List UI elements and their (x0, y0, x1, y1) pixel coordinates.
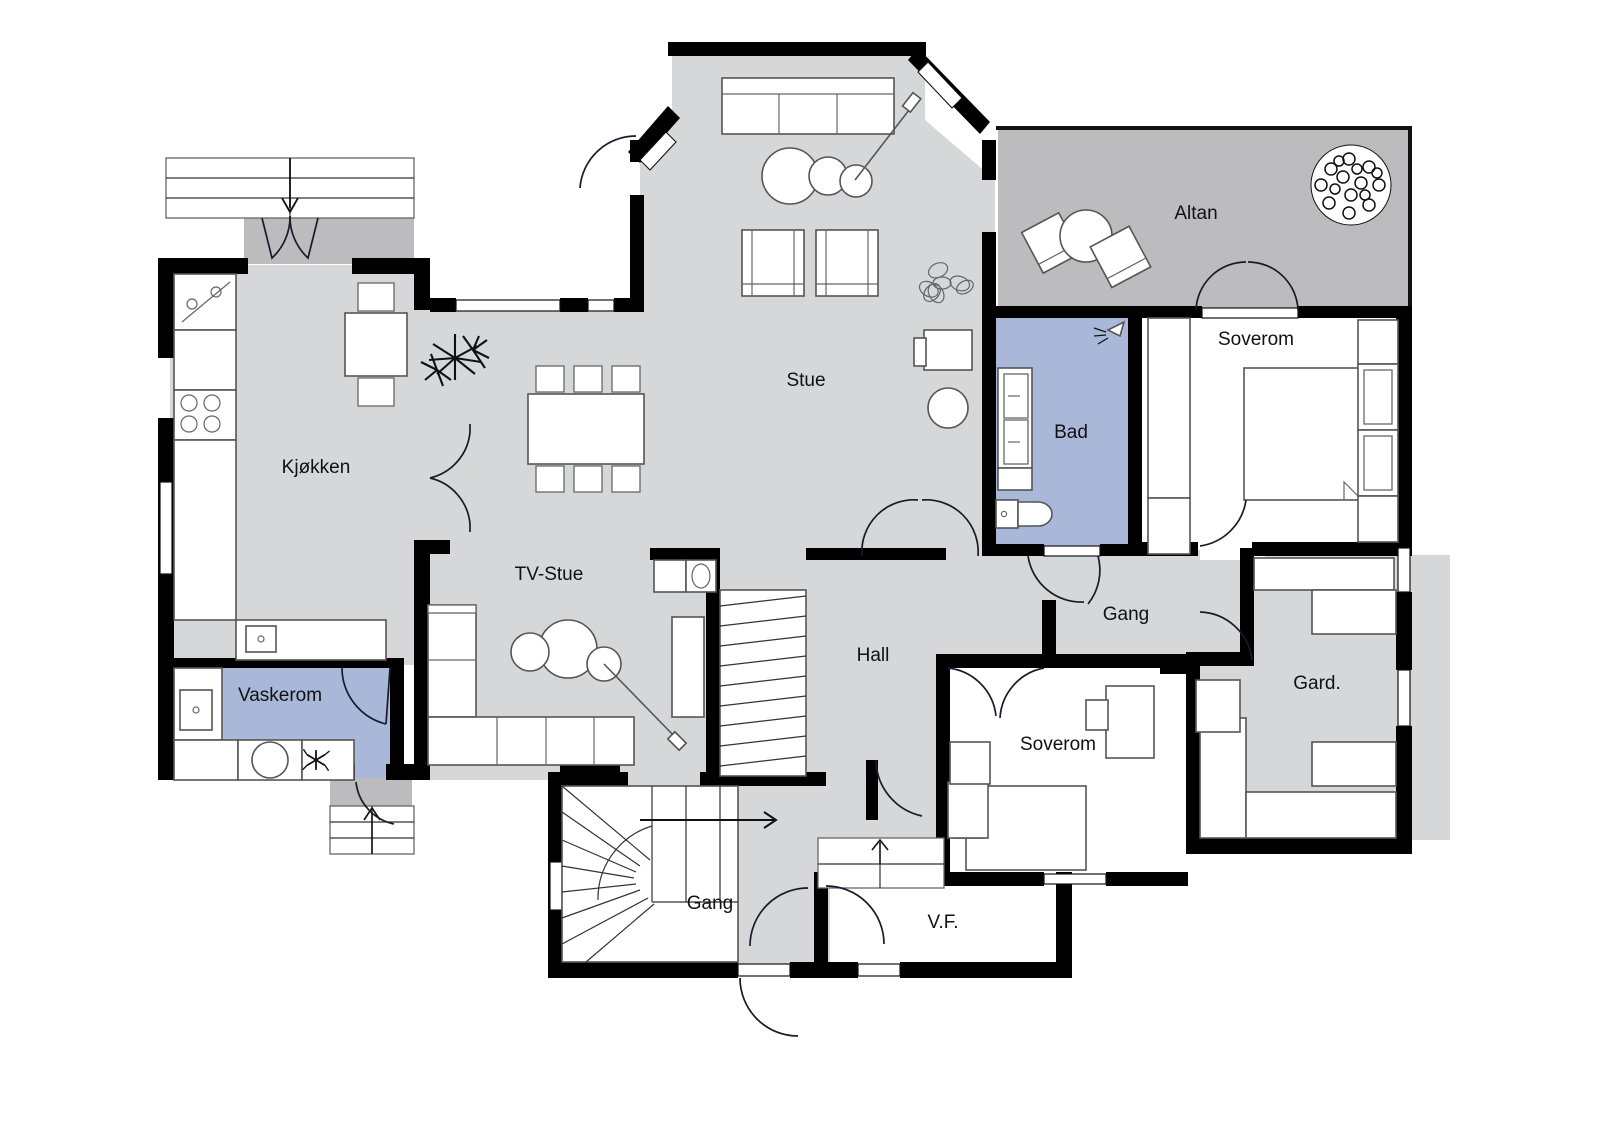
altan-furniture (1020, 144, 1392, 289)
windows (159, 61, 1411, 977)
potted-plant-spiky (420, 334, 490, 387)
sectional-sofa (427, 604, 477, 718)
room-label-tvstue: TV-Stue (515, 564, 584, 585)
armchair (815, 229, 879, 297)
stue-furniture (527, 77, 974, 493)
room-label-bad: Bad (1054, 422, 1088, 443)
room-label-stue: Stue (786, 370, 825, 391)
shrub (1310, 144, 1392, 226)
floor-lamp (854, 91, 922, 181)
nightstand (1357, 319, 1399, 365)
soverom2-furniture (947, 685, 1155, 871)
gard-furniture (1195, 557, 1397, 839)
straight-stair (719, 589, 807, 777)
room-label-kjokken: Kjøkken (282, 457, 351, 478)
winder-staircase (561, 785, 778, 963)
bad-fixtures (995, 320, 1126, 529)
vaskerom-fixtures (173, 667, 355, 781)
tv-cabinet (671, 616, 705, 718)
room-label-altan: Altan (1174, 203, 1217, 224)
stairs (165, 157, 945, 963)
sofa-3seat (721, 77, 895, 135)
basement-stair (817, 837, 945, 889)
room-label-hall: Hall (857, 645, 890, 666)
armchair (741, 229, 805, 297)
toilet (995, 499, 1053, 529)
exterior-steps-north (165, 157, 415, 219)
room-label-vf: V.F. (928, 912, 959, 933)
floor-lamp-tv (603, 663, 688, 752)
room-label-soverom-2: Soverom (1020, 734, 1096, 755)
bistro-table (344, 312, 408, 377)
double-bed (1243, 367, 1363, 501)
room-labels: Kjøkken Stue TV-Stue Vaskerom Altan Bad … (238, 203, 1341, 933)
tvstue-furniture (427, 559, 717, 766)
room-label-vaskerom: Vaskerom (238, 685, 322, 706)
kitchen-counter (173, 439, 237, 621)
room-label-gard: Gard. (1293, 673, 1341, 694)
room-label-gang-2: Gang (687, 893, 733, 914)
potted-plant-leafy (918, 262, 974, 304)
kitchen-fixtures (173, 273, 490, 661)
room-label-soverom-1: Soverom (1218, 329, 1294, 350)
laundry-sink (179, 689, 213, 731)
dining-table-6 (527, 393, 645, 465)
room-label-gang-1: Gang (1103, 604, 1149, 625)
door-swings (261, 135, 1299, 1037)
shower-head (1093, 320, 1126, 345)
wardrobe (1253, 557, 1395, 591)
soverom1-furniture (1147, 317, 1399, 555)
